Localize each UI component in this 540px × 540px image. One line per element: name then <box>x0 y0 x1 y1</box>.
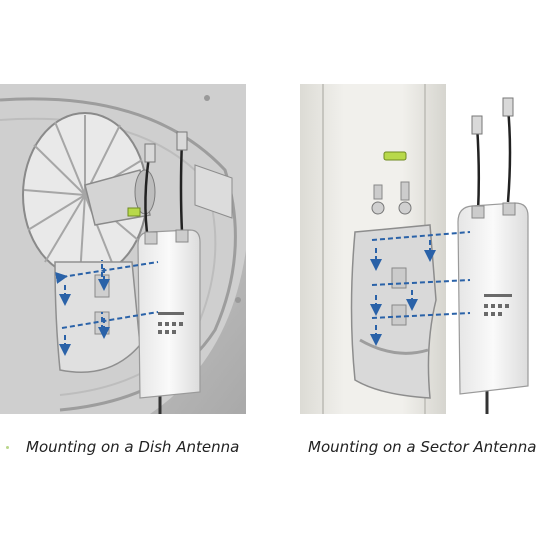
caption-dish-antenna: Mounting on a Dish Antenna <box>26 438 240 456</box>
cable-right <box>471 97 514 414</box>
decorative-dot <box>6 446 9 449</box>
guide-arrow-icon <box>370 231 471 346</box>
guide-arrow-icon <box>55 260 159 356</box>
dish-antenna-illustration <box>0 84 246 414</box>
radio-device-icon <box>457 202 529 395</box>
mounting-bracket-icon <box>350 224 437 399</box>
radio-device-icon <box>137 229 201 399</box>
caption-sector-antenna: Mounting on a Sector Antenna <box>308 438 537 456</box>
